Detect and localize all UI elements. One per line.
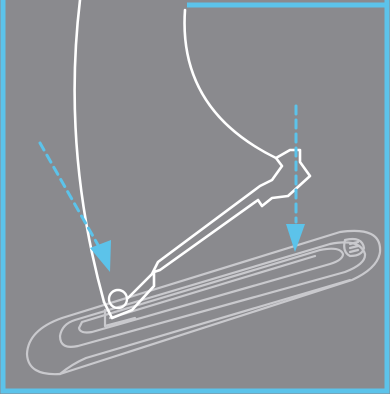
vertical-arrow-head: [286, 224, 305, 252]
fin-box-icon: [25, 229, 382, 376]
fin-box-outer: [25, 229, 382, 376]
angled-insert-arrow-icon: [38, 141, 111, 272]
vertical-insert-arrow-icon: [286, 104, 305, 252]
fin-box-slot-ridge: [108, 254, 317, 320]
fin-trailing-edge: [183, 8, 278, 160]
fin-box-end-cap-lines: [348, 240, 360, 254]
fin-box-notch: [103, 308, 137, 328]
fin-box-slot: [77, 247, 345, 334]
fin-box-end-cap: [343, 237, 366, 258]
fin-box-lip: [58, 278, 352, 376]
fin-base-tab: [102, 148, 312, 320]
fin-leading-edge: [73, 0, 106, 304]
fin-icon: [73, 0, 312, 320]
screw-hole-icon: [107, 288, 129, 310]
angled-arrow-head: [90, 240, 111, 272]
angled-arrow-shaft: [38, 141, 100, 247]
